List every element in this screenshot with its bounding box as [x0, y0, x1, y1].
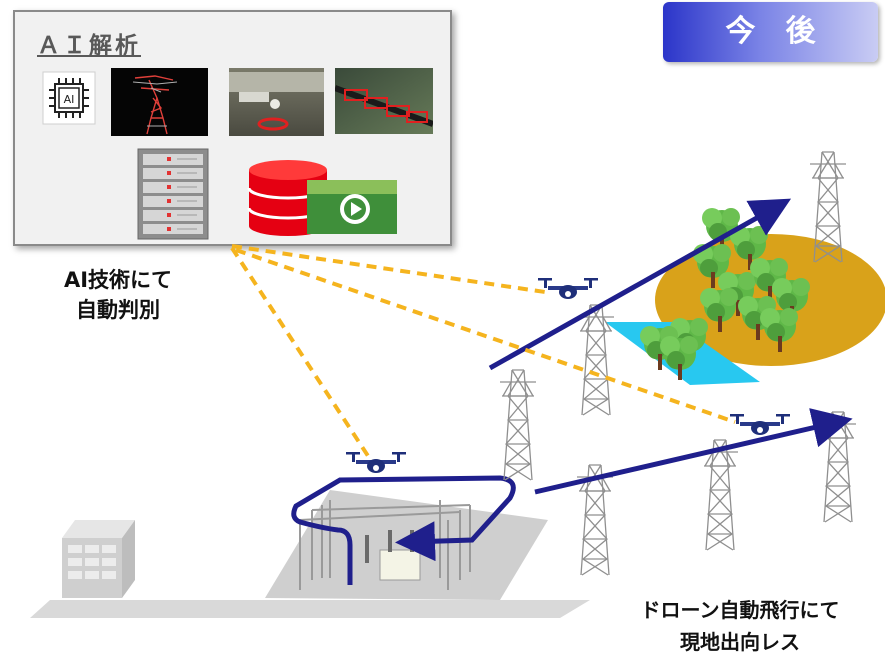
ai-analysis-panel: ＡＩ解析 AI	[13, 10, 452, 246]
flight-route-arrow-lower	[534, 408, 853, 495]
line-detection-image	[335, 68, 433, 134]
equipment-detection-image	[229, 68, 324, 136]
ai-caption-line2: 自動判別	[76, 298, 160, 322]
drone-icon	[730, 414, 790, 435]
building-icon	[62, 520, 135, 598]
future-badge: 今 後	[663, 2, 878, 62]
substation	[265, 475, 548, 600]
video-play-icon	[307, 180, 397, 234]
panel-title: ＡＩ解析	[37, 33, 141, 59]
server-icon	[137, 148, 209, 240]
drone-icon	[538, 278, 598, 299]
ai-caption: AI技術にて 自動判別	[28, 265, 208, 325]
drone-caption-line2: 現地出向レス	[680, 630, 800, 654]
drone-caption-line1: ドローン自動飛行にて	[640, 598, 840, 622]
tower-detection-image	[111, 68, 208, 136]
flight-route-arrow-upper	[488, 198, 792, 371]
data-link-lines	[230, 244, 736, 464]
drone-caption: ドローン自動飛行にて 現地出向レス	[595, 594, 885, 658]
ai-chip-label: AI	[64, 93, 75, 106]
ground-plate	[30, 600, 590, 618]
ai-chip-icon: AI	[42, 71, 96, 125]
drone-icon	[346, 452, 406, 473]
ai-caption-line1: AI技術にて	[63, 268, 173, 292]
